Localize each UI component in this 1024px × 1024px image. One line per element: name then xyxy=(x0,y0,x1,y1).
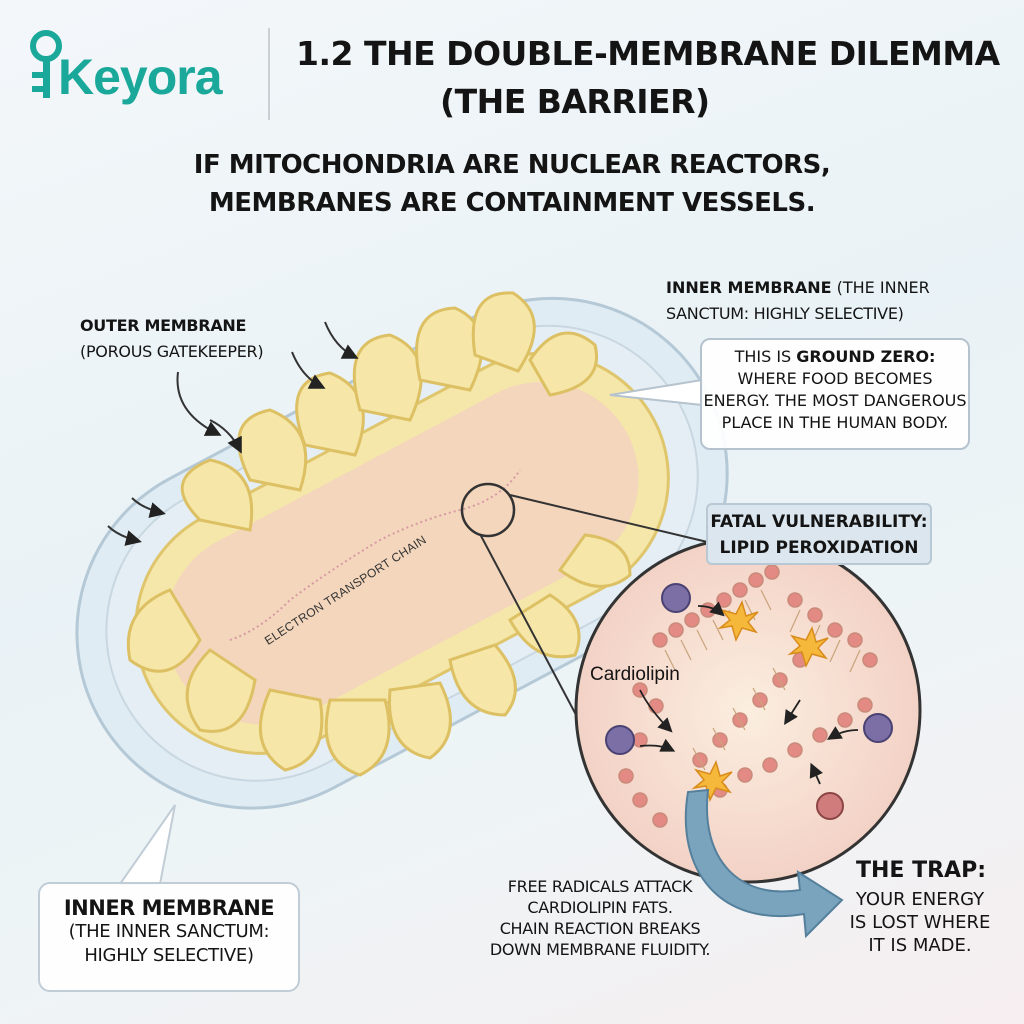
free-radicals-line2: CARDIOLIPIN FATS. xyxy=(527,898,673,917)
inner-membrane-bottom-title: INNER MEMBRANE xyxy=(63,896,275,920)
trap-line1: YOUR ENERGY xyxy=(855,889,985,910)
ground-zero-line1: THIS IS GROUND ZERO: xyxy=(702,346,968,368)
inner-membrane-top-line2: SANCTUM: HIGHLY SELECTIVE) xyxy=(666,304,904,323)
free-radicals-line4: DOWN MEMBRANE FLUIDITY. xyxy=(489,940,711,959)
brand-logo-text: Keyora xyxy=(58,49,223,105)
trap-line3: IT IS MADE. xyxy=(868,935,972,956)
trap-title: THE TRAP: xyxy=(856,858,987,883)
subtitle-line2: MEMBRANES ARE CONTAINMENT VESSELS. xyxy=(208,188,816,218)
ground-zero-line3: ENERGY. THE MOST DANGEROUS xyxy=(703,391,967,410)
inner-membrane-bottom-line2: (THE INNER SANCTUM: xyxy=(68,921,270,942)
inner-membrane-pointer xyxy=(118,804,176,885)
inner-membrane-bottom-box: INNER MEMBRANE (THE INNER SANCTUM: HIGHL… xyxy=(38,882,300,992)
vulnerability-label: FATAL VULNERABILITY: LIPID PEROXIDATION xyxy=(706,503,932,565)
keyora-key-icon xyxy=(30,30,62,98)
zoom-origin-circle xyxy=(460,482,516,538)
ground-zero-callout: THIS IS GROUND ZERO: WHERE FOOD BECOMES … xyxy=(700,338,970,450)
trap-line2: IS LOST WHERE xyxy=(849,912,991,933)
inner-membrane-top-suffix: (THE INNER xyxy=(831,278,930,297)
membrane-arrows xyxy=(107,321,359,546)
ground-zero-line2: WHERE FOOD BECOMES xyxy=(737,369,933,388)
oxidation-bursts xyxy=(691,599,829,803)
free-radicals-line1: FREE RADICALS ATTACK xyxy=(507,877,693,896)
vulnerability-line1: FATAL VULNERABILITY: xyxy=(710,512,928,532)
inner-membrane-top-label: INNER MEMBRANE (THE INNER xyxy=(666,278,930,297)
trap-caption: YOUR ENERGY IS LOST WHERE IT IS MADE. xyxy=(836,888,1004,957)
vulnerability-line2: LIPID PEROXIDATION xyxy=(719,538,919,558)
subtitle-line1: IF MITOCHONDRIA ARE NUCLEAR REACTORS, xyxy=(193,150,831,180)
free-radicals-line3: CHAIN REACTION BREAKS xyxy=(499,919,701,938)
ground-zero-line4: PLACE IN THE HUMAN BODY. xyxy=(721,413,949,432)
cardiolipin-label: Cardiolipin xyxy=(590,664,680,685)
free-radicals xyxy=(605,583,893,820)
ground-zero-bold: GROUND ZERO: xyxy=(796,347,936,366)
trap-arrow xyxy=(684,788,844,939)
outer-membrane-subtitle: (POROUS GATEKEEPER) xyxy=(80,342,264,361)
inner-membrane-bottom-line3: HIGHLY SELECTIVE) xyxy=(84,945,254,966)
page-title-line2: (THE BARRIER) xyxy=(440,82,710,121)
inner-membrane-top-title: INNER MEMBRANE xyxy=(666,278,832,297)
page-title-line1: 1.2 THE DOUBLE-MEMBRANE DILEMMA xyxy=(296,34,1000,73)
ground-zero-lead: THIS IS xyxy=(734,347,797,366)
free-radicals-caption: FREE RADICALS ATTACK CARDIOLIPIN FATS. C… xyxy=(470,876,730,960)
electron-transport-chain-line xyxy=(229,469,521,641)
outer-membrane-title: OUTER MEMBRANE xyxy=(80,316,247,335)
header-divider xyxy=(268,28,270,120)
